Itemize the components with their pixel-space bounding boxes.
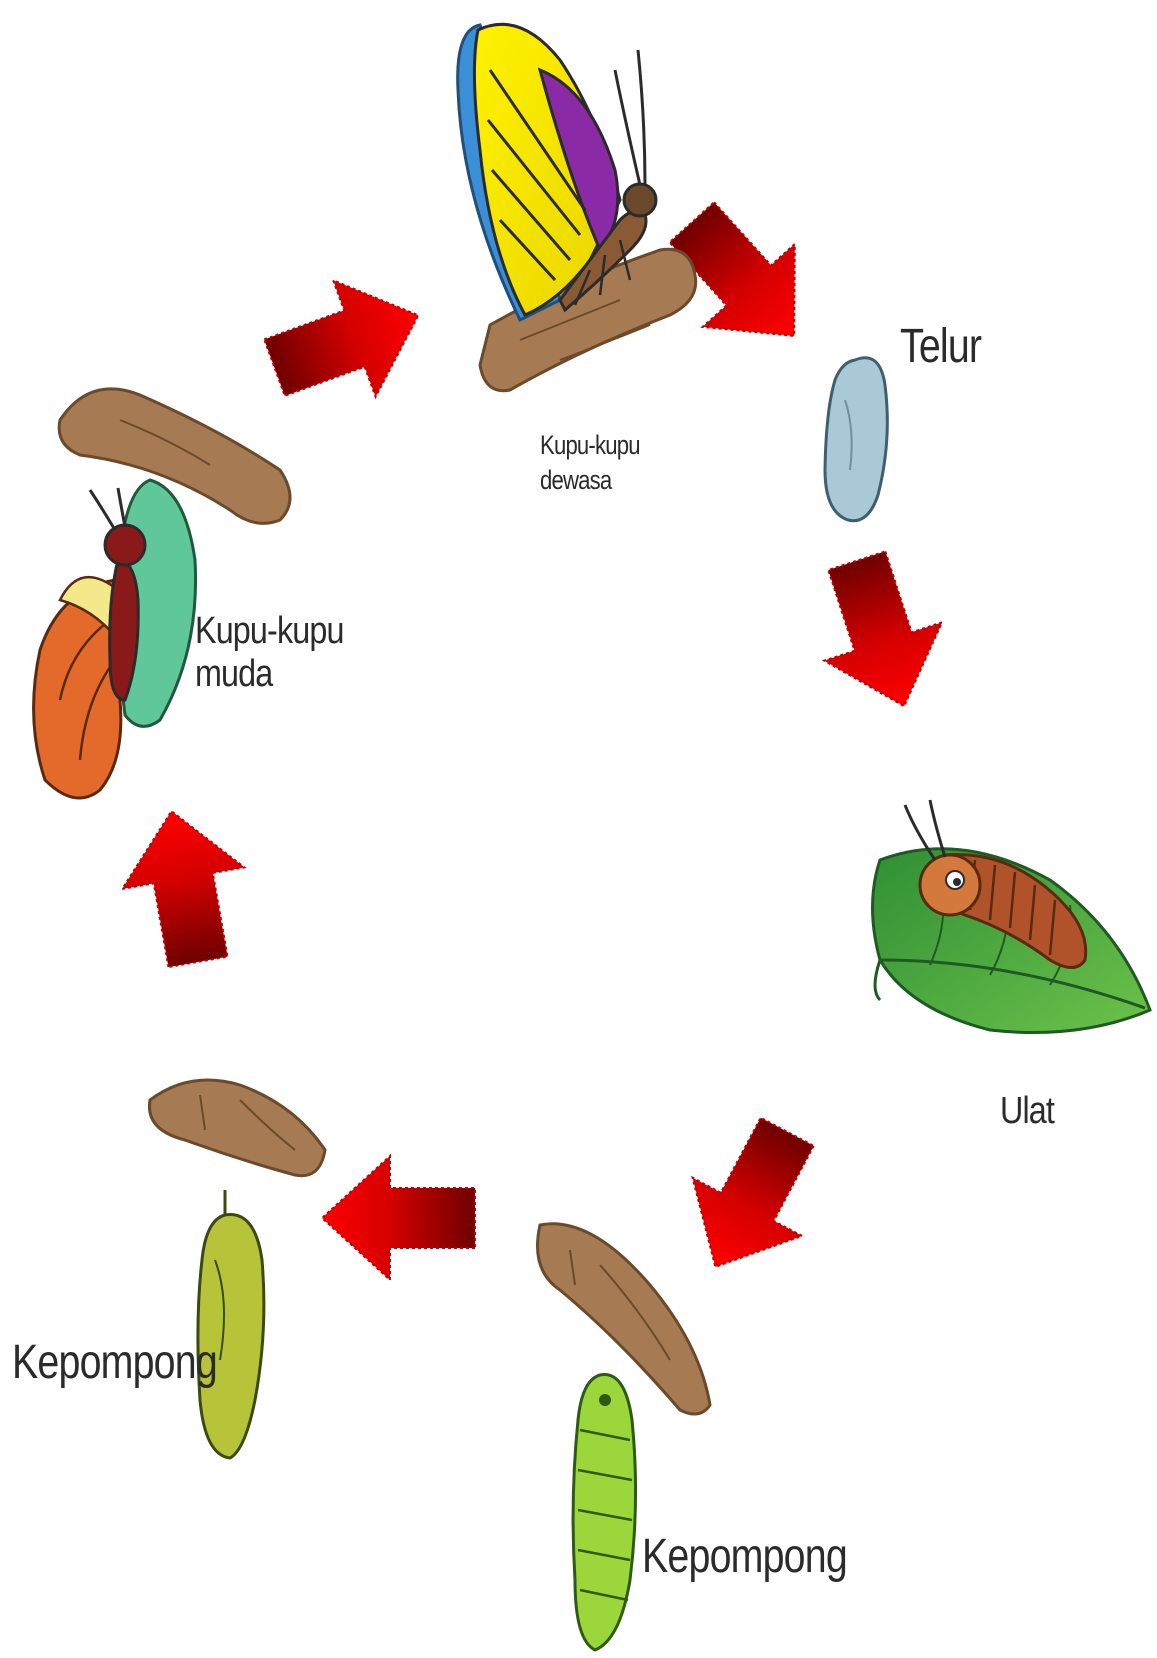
egg-icon [825, 358, 887, 521]
arrow-emerging-to-adult [253, 257, 439, 426]
ripe-chrysalis-icon [149, 1080, 325, 1458]
arrow-larva-to-pupa [661, 1103, 842, 1296]
label-egg: Telur [900, 320, 981, 374]
green-chrysalis-icon [538, 1224, 711, 1650]
arrow-pupa-to-pupa [322, 1156, 475, 1280]
caterpillar-icon [873, 800, 1151, 1033]
arrow-pupa-to-emerging [110, 800, 259, 972]
label-ripe-chrysalis: Kepompong [12, 1336, 217, 1390]
label-green-chrysalis: Kepompong [642, 1530, 847, 1584]
label-adult-butterfly: Kupu-kupu dewasa [540, 428, 640, 498]
emerging-butterfly-icon [34, 389, 290, 798]
label-caterpillar: Ulat [1000, 1090, 1054, 1133]
butterfly-icon [458, 24, 696, 390]
label-emerging-butterfly: Kupu-kupu muda [195, 610, 344, 695]
arrow-egg-to-larva [798, 542, 963, 726]
